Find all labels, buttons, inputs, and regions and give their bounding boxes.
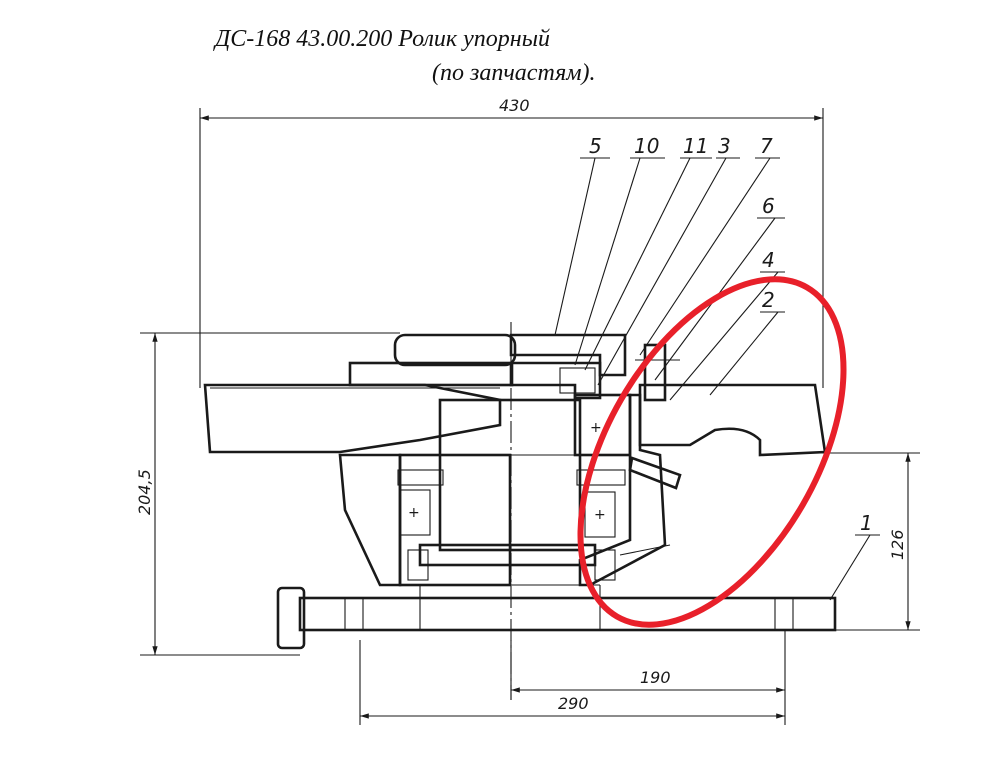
drawing-subtitle: (по запчастям). — [432, 60, 596, 86]
svg-text:+: + — [408, 505, 420, 521]
callout-5: 5 — [589, 134, 602, 158]
dim-label-190: 190 — [640, 668, 671, 687]
bearing-top-left — [397, 469, 444, 486]
callout-2: 2 — [762, 288, 775, 312]
highlight-circle — [577, 276, 847, 628]
dimension-290: 290 — [359, 640, 785, 725]
roller-flange — [203, 383, 827, 457]
seal-ring — [559, 367, 596, 394]
dimension-430: 430 — [199, 96, 824, 388]
dim-label-290: 290 — [558, 694, 589, 713]
grease-nipple — [628, 456, 682, 490]
dimension-126: 126 — [815, 452, 920, 631]
dimension-190: 190 — [510, 630, 786, 725]
dim-label-204-5: 204,5 — [135, 469, 154, 515]
dimension-204-5: 204,5 — [135, 332, 400, 656]
dim-label-126: 126 — [888, 529, 907, 560]
callout-leaders — [554, 157, 880, 601]
callout-10: 10 — [634, 134, 659, 158]
callout-11: 11 — [683, 134, 708, 158]
callout-4: 4 — [762, 248, 775, 272]
svg-text:+: + — [594, 507, 606, 523]
shaft — [418, 398, 597, 567]
bolt-6 — [643, 343, 667, 402]
bearing-left — [399, 489, 431, 536]
base-plate — [276, 584, 837, 650]
callout-3: 3 — [718, 134, 731, 158]
drawing-title: ДС-168 43.00.200 Ролик упорный — [215, 26, 550, 52]
callout-1: 1 — [860, 511, 873, 535]
dim-label-430: 430 — [499, 96, 530, 115]
callout-7: 7 — [760, 134, 773, 158]
callout-6: 6 — [762, 194, 775, 218]
svg-text:+: + — [590, 420, 602, 436]
bolt-head-left — [276, 586, 306, 650]
